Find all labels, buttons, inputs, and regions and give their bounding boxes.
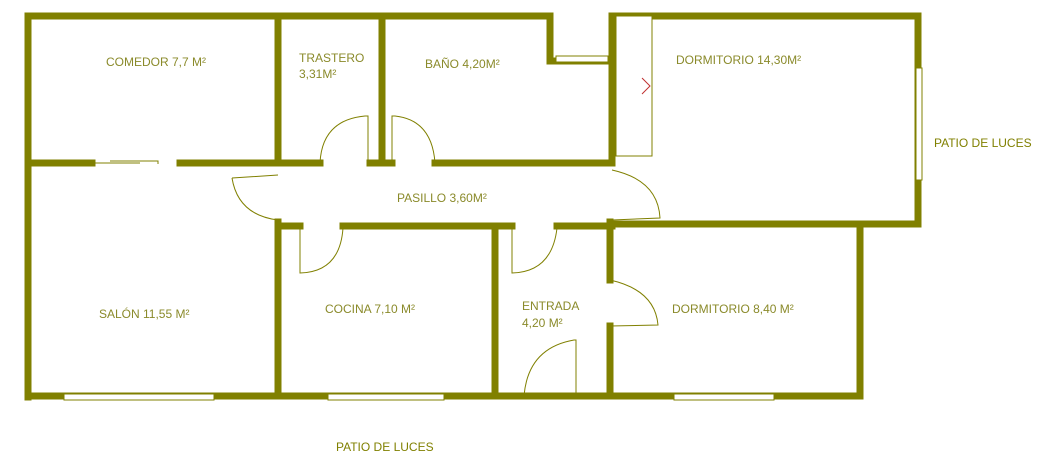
- room-label-dormitorio-1: DORMITORIO 14,30M²: [676, 53, 802, 67]
- room-label-comedor: COMEDOR 7,7 M²: [106, 55, 207, 69]
- room-label-salon: SALÓN 11,55 M²: [99, 307, 190, 321]
- room-label-dormitorio-2: DORMITORIO 8,40 M²: [672, 302, 794, 316]
- doors: [92, 115, 661, 397]
- room-area-entrada: 4,20 M²: [522, 316, 563, 330]
- exterior-label-bottom: PATIO DE LUCES: [336, 440, 434, 454]
- marker-icon: [641, 77, 651, 95]
- room-label-bano: BAÑO 4,20M²: [425, 57, 500, 71]
- walls: [24, 12, 922, 401]
- room-label-entrada: ENTRADA: [522, 299, 580, 313]
- room-label-cocina: COCINA 7,10 M²: [325, 302, 416, 316]
- room-label-pasillo: PASILLO 3,60M²: [397, 191, 487, 205]
- exterior-label-right: PATIO DE LUCES: [934, 136, 1032, 150]
- room-label-trastero: TRASTERO: [299, 51, 365, 65]
- windows: [63, 15, 923, 401]
- room-area-trastero: 3,31M²: [299, 67, 337, 81]
